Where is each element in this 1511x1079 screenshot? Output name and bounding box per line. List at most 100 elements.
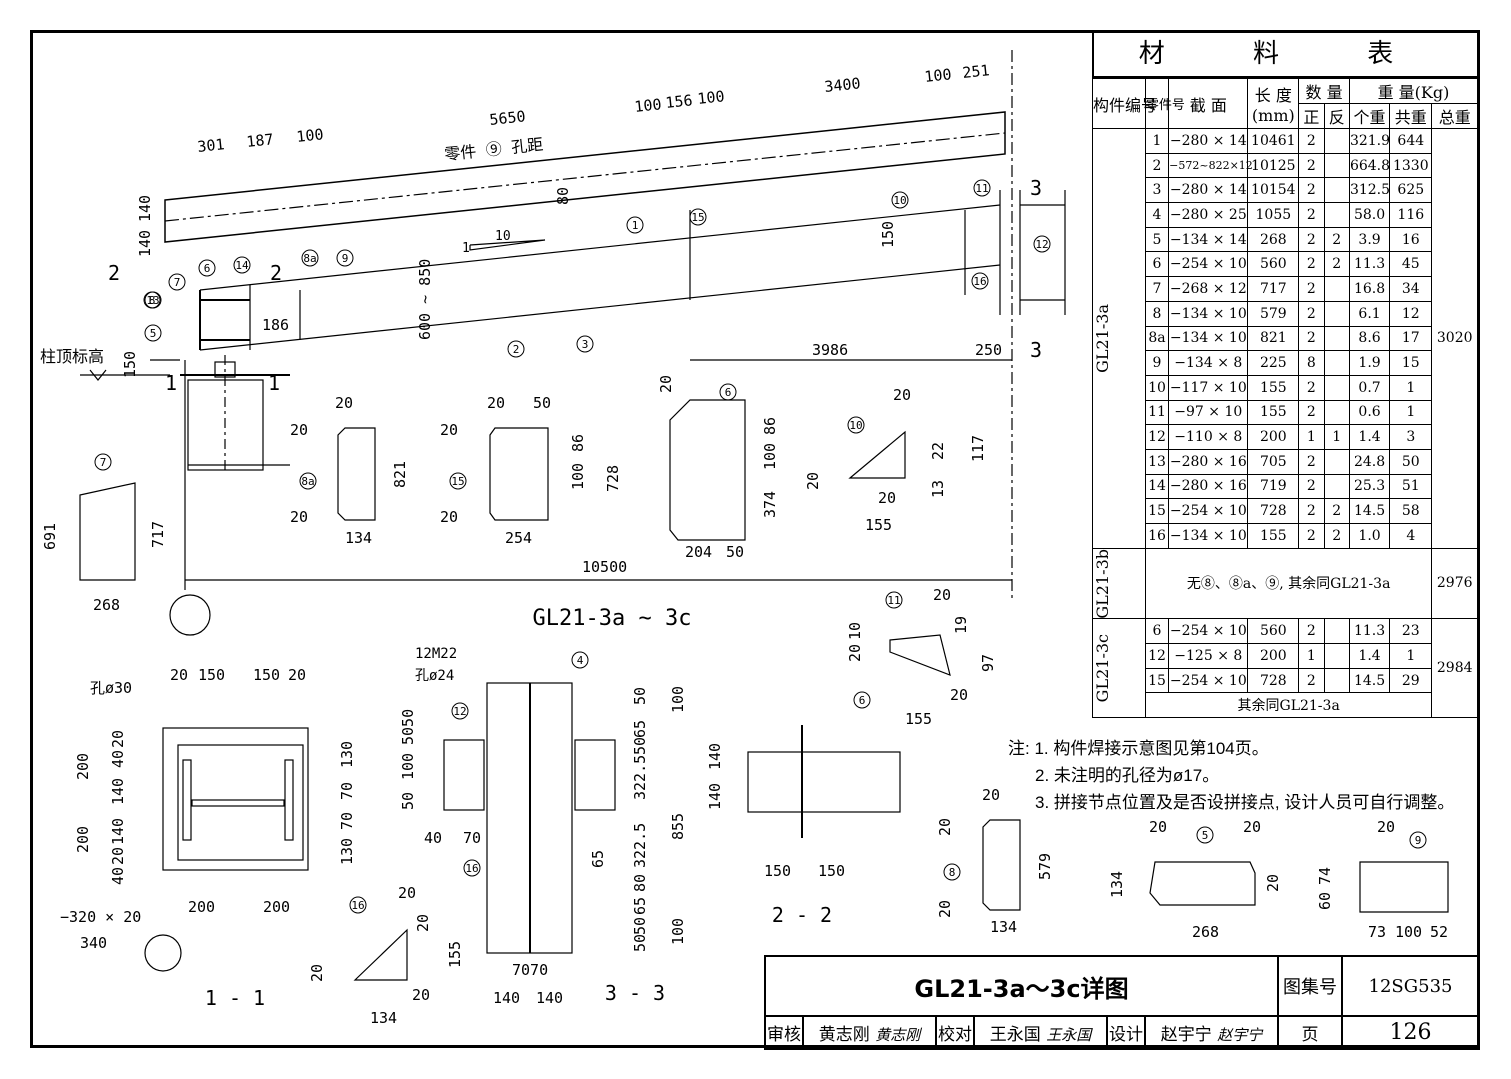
cell-sum-weight: 116 [1389,202,1433,228]
section-mark-1-left: 1 [165,371,177,395]
dim-d5650: 5650 [489,107,527,129]
cell-front: 2 [1298,618,1325,644]
part-callout-3: 3 [582,338,589,351]
dim-s1-130a: 130 [338,741,356,768]
check-label: 校对 [935,1015,975,1050]
cell-unit-weight: 11.3 [1348,251,1391,278]
cell-no: 7 [1144,276,1170,302]
cell-section: −280 × 16 [1168,448,1249,475]
cell-sum-weight: 51 [1389,473,1433,500]
part-callout-16-plate-circle [349,896,367,914]
cell-unit-weight: 11.3 [1348,618,1391,644]
notes: 注: 1. 构件焊接示意图见第104页。 2. 未注明的孔径为ø17。 3. 拼… [1008,735,1454,816]
dim-s2-140b: 140 [706,783,724,810]
part-callout-7: 7 [174,276,181,289]
atlas-label: 图集号 [1277,955,1343,1017]
dim-p16-20d: 20 [412,986,430,1004]
dim-s3-100b: 100 [669,918,687,945]
cell-front: 2 [1298,251,1325,278]
note-3: 3. 拼接节点位置及是否设拼接点, 设计人员可自行调整。 [1035,793,1455,812]
dim-p8a-821: 821 [391,461,409,488]
cell-section: −125 × 8 [1168,642,1249,669]
cell-unit-weight: 14.5 [1348,498,1391,524]
checker-signature: 王永国 [1046,1026,1092,1044]
dim-p10-13: 13 [929,480,947,498]
cell-back [1323,374,1350,401]
part-callout-8-plate-circle [943,863,961,881]
title-block: GL21-3a～3c详图 图集号 12SG535 审核 黄志刚 黄志刚 校对 王… [764,955,1480,1050]
part-callout-8-plate: 8 [949,866,956,879]
dim-p16-134: 134 [370,1009,397,1027]
dim-p10-155: 155 [865,516,892,534]
part-callout-14-circle [233,256,251,274]
cell-sum-weight: 58 [1389,498,1433,524]
dim-p6-100: 100 [761,443,779,470]
dim-d100d: 100 [296,125,325,146]
checker: 王永国 王永国 [973,1015,1108,1050]
part-8a-plate [337,427,376,521]
dim-s3-7070: 7070 [512,961,548,979]
cell-unit-weight: 24.8 [1348,448,1391,475]
dim-s1-130b: 130 [338,838,356,865]
part-callout-12: 12 [1035,238,1048,251]
cell-unit-weight: 321.9 [1348,128,1391,154]
section-mark-3-top: 3 [1030,176,1042,200]
dim-d600-850: 600 ~ 850 [416,259,434,340]
dim-p9-52: 52 [1430,923,1448,941]
section-3-3-label: 3 - 3 [605,981,665,1005]
dim-d3986: 3986 [812,341,848,359]
part-callout-8a-detail-circle [299,472,317,490]
header-part: 构件编号 [1092,78,1157,129]
dim-p8-20c: 20 [936,900,954,918]
slope-run: 10 [495,229,511,244]
part-callout-10: 10 [893,194,906,207]
cell-no: 1 [1144,128,1170,154]
dim-p11-20c: 20 [950,686,968,704]
dim-p6-50: 50 [726,543,744,561]
main-beam [80,50,1066,972]
cell-front: 2 [1298,667,1325,694]
dim-s1-70a: 70 [338,782,356,800]
cell-length: 10125 [1247,152,1300,179]
cell-front: 2 [1298,473,1325,500]
dim-p10-22: 22 [929,442,947,460]
cell-no: 8 [1144,300,1170,327]
part-callout-1: 1 [632,219,639,232]
section-1-1-label: 1 - 1 [205,986,265,1010]
section-mark-1-right: 1 [268,371,280,395]
part-9-plate [1359,861,1449,913]
bolt-label: 12M22 [415,646,457,662]
part-callout-6-section: 6 [859,694,866,707]
cell-front: 2 [1298,276,1325,302]
part-callout-6-detail: 6 [725,386,732,399]
section-1-1-drawing [162,727,309,871]
cell-length: 719 [1247,473,1300,500]
section-mark-2-left: 2 [108,261,120,285]
cell-unit-weight: 0.6 [1348,399,1391,426]
section-mark-2-right: 2 [270,261,282,285]
cell-length: 10154 [1247,177,1300,204]
cell-section: −280 × 14 [1168,177,1249,204]
header-piece-no: 零件号 [1144,78,1185,129]
cell-back [1323,202,1350,228]
cell-sum-weight: 1 [1389,642,1433,669]
part-callout-10-circle [891,191,909,209]
dim-s1-20c: 20 [109,730,127,748]
dim-s3-855: 855 [669,813,687,840]
cell-sum-weight: 625 [1389,177,1433,204]
cell-section: −97 × 10 [1168,399,1249,426]
part-callout-6-section-circle [853,691,871,709]
cell-back: 2 [1323,251,1350,278]
cell-front: 8 [1298,350,1325,376]
part-callout-9: 9 [342,252,349,265]
cell-section: −110 × 8 [1168,424,1249,450]
part-callout-15-detail-circle [449,472,467,490]
column-top-label: 柱顶标高 [40,347,104,366]
cell-back [1323,152,1350,179]
dim-s3-100: 100 [399,753,417,780]
